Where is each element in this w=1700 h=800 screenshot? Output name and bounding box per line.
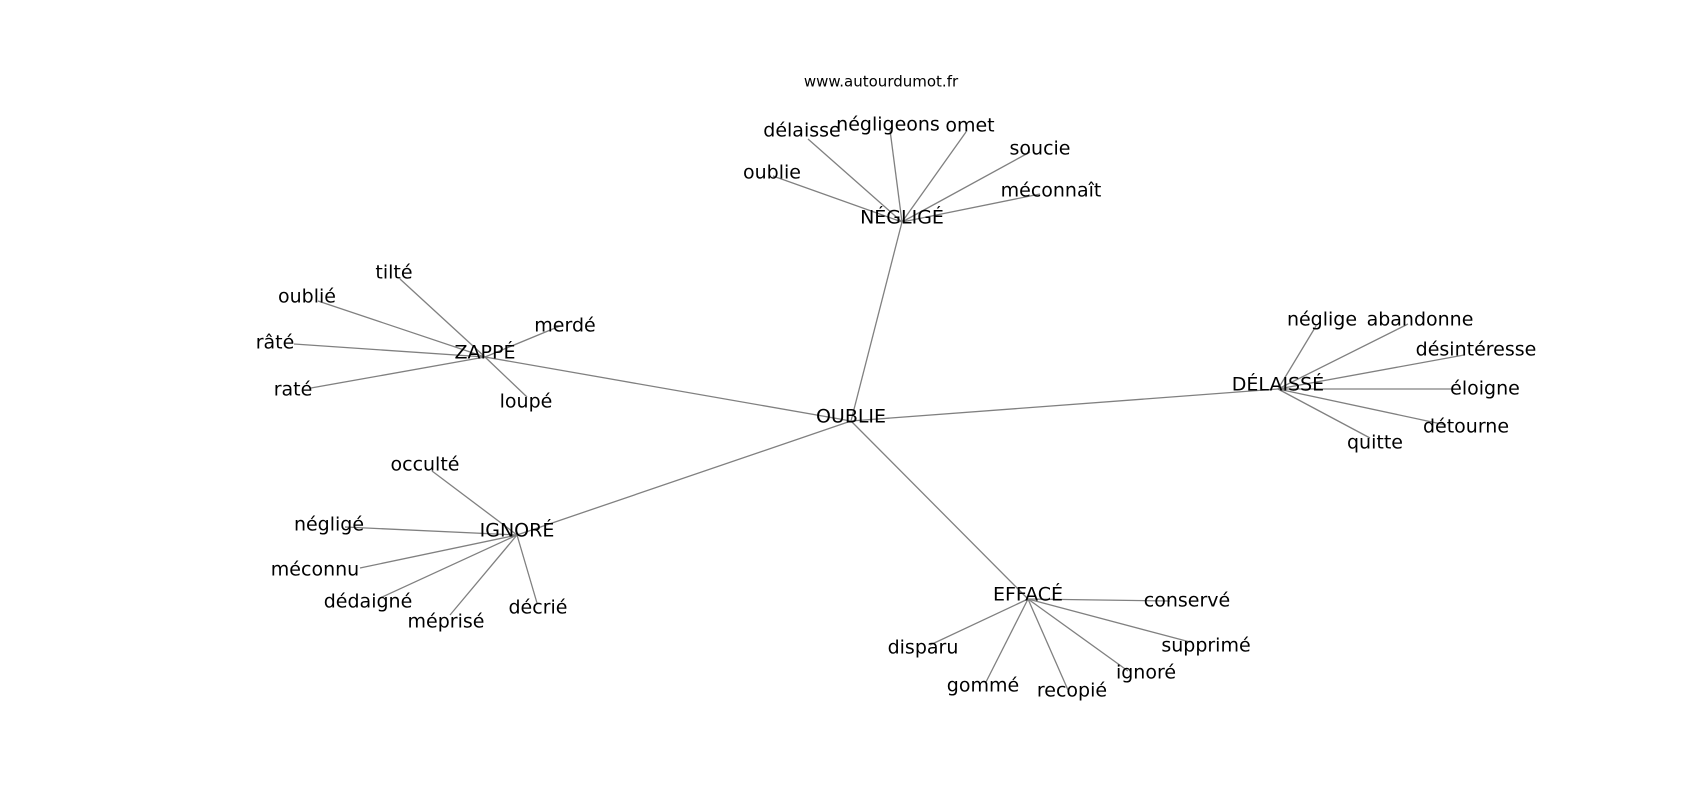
leaf-node: méprisé — [408, 611, 485, 633]
leaf-node: éloigne — [1450, 378, 1520, 400]
leaf-node: disparu — [888, 637, 959, 659]
center-node: OUBLIE — [816, 406, 886, 428]
edge-hub-to-leaf — [1277, 323, 1409, 390]
edge-hub-to-leaf — [1277, 325, 1317, 390]
edge-hub-to-leaf — [1277, 354, 1465, 390]
edge-center-to-hub — [850, 388, 1279, 422]
leaf-node: négligé — [294, 514, 364, 536]
edge-hub-to-leaf — [449, 534, 518, 616]
edge-hub-to-leaf — [1027, 598, 1171, 602]
edge-hub-to-leaf — [901, 131, 967, 223]
leaf-node: merdé — [534, 315, 595, 337]
edge-hub-to-leaf — [889, 129, 903, 223]
edge-hub-to-leaf — [1027, 598, 1069, 691]
leaf-node: négligeons — [836, 114, 940, 136]
edge-hub-to-leaf — [772, 175, 903, 223]
edge-hub-to-leaf — [484, 325, 561, 358]
leaf-node: supprimé — [1161, 635, 1250, 657]
leaf-node: dédaigné — [324, 591, 413, 613]
edges — [293, 129, 1465, 691]
leaf-node: tilté — [375, 262, 412, 284]
leaf-node: râté — [256, 332, 295, 354]
edge-hub-to-leaf — [1277, 388, 1447, 426]
hub-node: DÉLAISSÉ — [1232, 373, 1324, 396]
edge-hub-to-leaf — [359, 534, 518, 569]
leaf-node: quitte — [1347, 432, 1403, 454]
leaf-node: omet — [945, 115, 994, 137]
edge-center-to-hub — [484, 356, 852, 422]
edge-hub-to-leaf — [1027, 598, 1129, 672]
edge-hub-to-leaf — [431, 470, 518, 536]
leaf-node: néglige — [1287, 309, 1357, 331]
leaf-node: occulté — [391, 454, 460, 476]
leaf-node: soucie — [1010, 138, 1071, 160]
edge-center-to-hub — [850, 221, 903, 422]
edge-hub-to-leaf — [901, 151, 1031, 223]
hub-node: EFFACÉ — [993, 583, 1063, 606]
edge-hub-to-leaf — [516, 534, 538, 604]
leaf-node: abandonne — [1367, 309, 1474, 331]
edge-center-to-hub — [516, 420, 852, 536]
edge-hub-to-leaf — [1277, 388, 1371, 439]
leaf-node: loupé — [500, 391, 553, 413]
leaf-node: détourne — [1423, 416, 1509, 438]
edge-hub-to-leaf — [1027, 598, 1191, 643]
leaf-node: oublie — [743, 162, 801, 184]
leaf-node: décrié — [509, 597, 568, 619]
edge-hub-to-leaf — [344, 526, 518, 536]
leaf-node: désintéresse — [1416, 339, 1537, 361]
edge-hub-to-leaf — [317, 300, 486, 358]
leaf-node: délaisse — [763, 120, 840, 142]
hub-node: IGNORÉ — [480, 519, 555, 542]
leaf-node: conservé — [1144, 590, 1230, 612]
leaf-node: recopié — [1037, 680, 1107, 702]
edge-hub-to-leaf — [293, 343, 486, 358]
edge-hub-to-leaf — [985, 598, 1029, 683]
hub-node: ZAPPÉ — [455, 341, 516, 364]
edge-center-to-hub — [850, 420, 1029, 600]
edge-hub-to-leaf — [484, 356, 528, 398]
leaf-node: gommé — [947, 675, 1019, 697]
leaf-node: méconnu — [271, 559, 359, 581]
leaf-node: oublié — [278, 286, 336, 308]
edge-hub-to-leaf — [399, 278, 486, 358]
edge-hub-to-leaf — [929, 598, 1029, 646]
edge-hub-to-leaf — [807, 138, 903, 223]
leaf-node: méconnaît — [1001, 180, 1102, 202]
edge-hub-to-leaf — [310, 356, 486, 389]
edge-hub-to-leaf — [379, 534, 518, 599]
leaf-node: raté — [274, 379, 313, 401]
edge-hub-to-leaf — [901, 193, 1041, 223]
leaf-node: ignoré — [1116, 662, 1176, 684]
hub-node: NÉGLIGÉ — [860, 206, 944, 229]
watermark: www.autourdumot.fr — [804, 73, 959, 91]
